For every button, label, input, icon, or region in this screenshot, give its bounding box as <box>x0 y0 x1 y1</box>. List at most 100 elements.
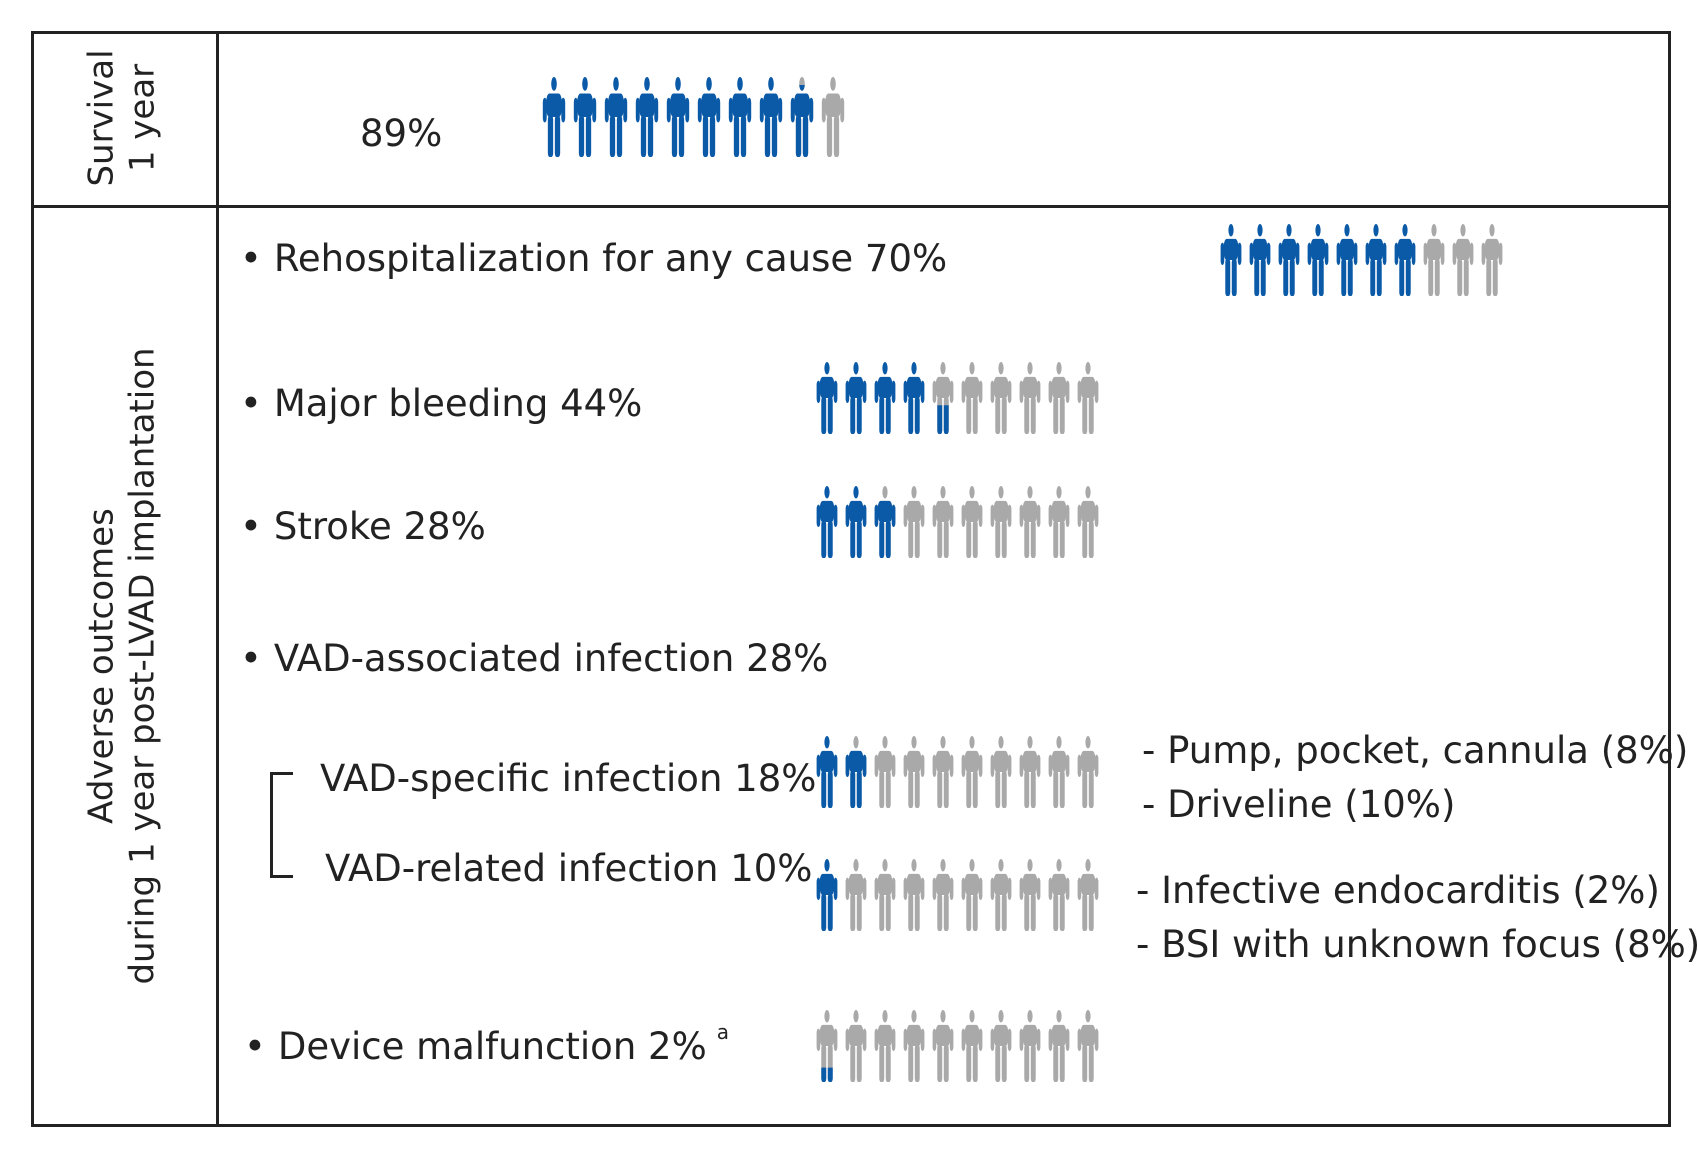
pictogram-svg <box>542 77 845 157</box>
infection-bracket <box>270 772 293 878</box>
outcome-vad-specific: VAD-specific infection 18% <box>320 757 817 800</box>
sub-note-driveline: - Driveline (10%) <box>1142 783 1456 826</box>
outcome-major-bleeding: Major bleeding 44% <box>240 385 642 422</box>
person-icon <box>932 736 954 808</box>
person-icon <box>1019 362 1041 434</box>
person-icon <box>816 736 838 808</box>
sub-note-bsi: - BSI with unknown focus (8%) <box>1136 923 1698 966</box>
person-icon <box>903 859 925 931</box>
person-icon <box>961 362 983 434</box>
person-icon <box>903 1010 925 1082</box>
person-icon <box>1048 736 1070 808</box>
pictogram-svg <box>816 1010 1099 1082</box>
person-icon <box>1452 224 1474 296</box>
rehospitalization-pictogram <box>1218 224 1505 300</box>
person-icon <box>961 736 983 808</box>
person-icon <box>845 1010 867 1082</box>
person-icon <box>1048 486 1070 558</box>
person-icon <box>816 486 838 558</box>
person-icon <box>1394 224 1416 296</box>
person-icon <box>1019 736 1041 808</box>
person-icon <box>604 77 628 157</box>
person-icon <box>666 77 690 157</box>
outcome-stroke: Stroke 28% <box>240 508 486 545</box>
person-icon <box>874 859 896 931</box>
person-icon <box>903 362 925 434</box>
pictogram-svg <box>816 362 1099 434</box>
table-frame <box>31 31 1671 1127</box>
pictogram-svg <box>816 486 1099 558</box>
person-icon <box>1336 224 1358 296</box>
person-icon <box>874 1010 896 1082</box>
person-icon <box>816 859 838 931</box>
person-icon <box>903 736 925 808</box>
survival-value: 89% <box>360 112 443 155</box>
outcome-device-malfunction: Device malfunction 2%a <box>244 1022 729 1065</box>
person-icon <box>1077 736 1099 808</box>
person-icon <box>932 486 954 558</box>
pictogram-svg <box>816 736 1099 808</box>
person-icon <box>573 77 597 157</box>
sub-note-pump: - Pump, pocket, cannula (8%) <box>1142 729 1689 772</box>
person-icon <box>821 77 845 157</box>
person-icon <box>1423 224 1445 296</box>
person-icon <box>932 1010 954 1082</box>
person-icon <box>816 362 838 434</box>
outcome-vad-associated: VAD-associated infection 28% <box>240 640 829 677</box>
person-icon <box>1249 224 1271 296</box>
person-icon <box>990 362 1012 434</box>
outcome-rehospitalization: Rehospitalization for any cause 70% <box>240 240 947 277</box>
person-icon <box>1077 486 1099 558</box>
person-icon <box>1077 362 1099 434</box>
person-icon <box>1019 1010 1041 1082</box>
survival-pictogram <box>540 77 847 161</box>
person-icon <box>1077 1010 1099 1082</box>
person-icon <box>990 486 1012 558</box>
footnote-marker: a <box>716 1020 729 1044</box>
person-icon <box>1481 224 1503 296</box>
sub-note-endocarditis: - Infective endocarditis (2%) <box>1136 869 1660 912</box>
person-icon <box>790 77 814 157</box>
pictogram-svg <box>1220 224 1503 296</box>
person-icon <box>1019 486 1041 558</box>
person-icon <box>1019 859 1041 931</box>
vad-specific-pictogram <box>814 736 1101 812</box>
row-divider <box>31 205 1671 208</box>
person-icon <box>697 77 721 157</box>
major-bleeding-pictogram <box>814 362 1101 438</box>
person-icon <box>816 1010 838 1082</box>
person-icon <box>1048 859 1070 931</box>
survival-label: Survival 1 year <box>81 49 163 187</box>
person-icon <box>1077 859 1099 931</box>
adverse-outcomes-label: Adverse outcomes during 1 year post-LVAD… <box>81 347 163 985</box>
person-icon <box>874 736 896 808</box>
pictogram-svg <box>816 859 1099 931</box>
person-icon <box>874 486 896 558</box>
person-icon <box>874 362 896 434</box>
person-icon <box>845 736 867 808</box>
person-icon <box>903 486 925 558</box>
person-icon <box>542 77 566 157</box>
person-icon <box>990 736 1012 808</box>
person-icon <box>932 859 954 931</box>
stroke-pictogram <box>814 486 1101 562</box>
person-icon <box>845 362 867 434</box>
person-icon <box>990 859 1012 931</box>
person-icon <box>635 77 659 157</box>
person-icon <box>990 1010 1012 1082</box>
person-icon <box>1365 224 1387 296</box>
person-icon <box>759 77 783 157</box>
person-icon <box>1048 1010 1070 1082</box>
person-icon <box>728 77 752 157</box>
vad-related-pictogram <box>814 859 1101 935</box>
person-icon <box>961 1010 983 1082</box>
column-divider <box>216 31 219 1127</box>
person-icon <box>961 859 983 931</box>
person-icon <box>845 486 867 558</box>
person-icon <box>1307 224 1329 296</box>
person-icon <box>1278 224 1300 296</box>
person-icon <box>845 859 867 931</box>
person-icon <box>1048 362 1070 434</box>
person-icon <box>932 362 954 434</box>
person-icon <box>1220 224 1242 296</box>
